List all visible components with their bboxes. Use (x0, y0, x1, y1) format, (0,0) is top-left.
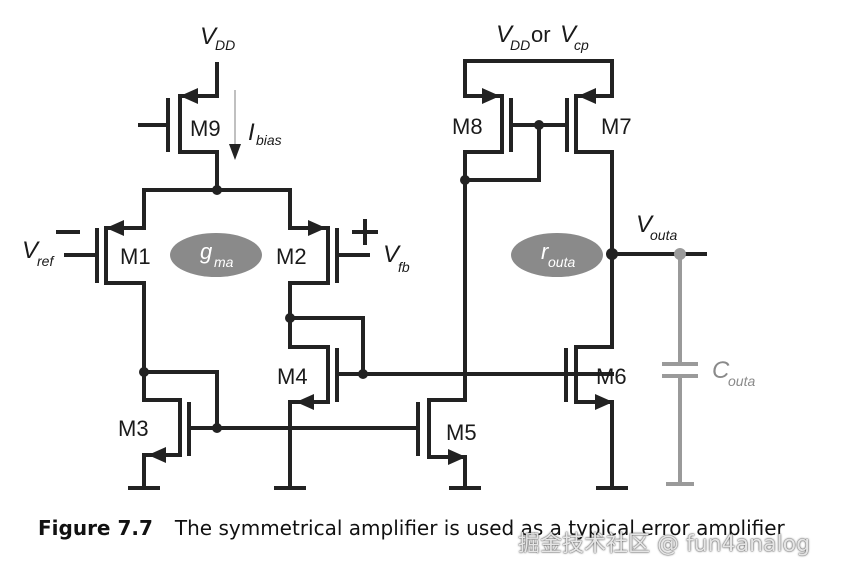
gma-tag: g ma (170, 233, 262, 277)
transistor-m1 (56, 220, 146, 374)
transistor-m7 (565, 88, 614, 349)
watermark: 掘金技术社区 @ fun4analog (518, 532, 811, 557)
node-m4-gate (358, 369, 368, 379)
label-m2: M2 (276, 244, 307, 269)
couta-label-sub: outa (728, 373, 755, 389)
couta-label: C (712, 357, 730, 384)
ibias-arrow-icon (229, 90, 241, 160)
ibias-label-sub: bias (256, 132, 282, 148)
figure-caption: Figure 7.7 The symmetrical amplifier is u… (38, 516, 785, 540)
node-m3-gate (212, 423, 222, 433)
ibias-label: I (248, 119, 255, 146)
label-m6: M6 (596, 364, 627, 389)
label-m5: M5 (446, 420, 477, 445)
vfb-label-sub: fb (398, 259, 410, 275)
node-mirror-gate (534, 120, 544, 130)
svg-text:ma: ma (214, 254, 234, 270)
vdd-or-vcp-s1: DD (510, 37, 530, 53)
vdd-or-vcp-or: or (531, 22, 551, 47)
transistor-m2 (288, 219, 378, 320)
plus-sign-icon (352, 219, 378, 245)
node-tail (212, 185, 222, 195)
transistor-m9 (138, 62, 219, 190)
vref-label-sub: ref (37, 253, 55, 269)
label-m8: M8 (452, 114, 483, 139)
svg-text:r: r (541, 239, 550, 264)
vdd-label-sub: DD (215, 37, 235, 53)
transistor-m3 (142, 370, 420, 490)
vdd-or-vcp-v1: V (496, 21, 514, 48)
node-output (606, 248, 618, 260)
capacitor-couta (662, 248, 698, 486)
label-m3: M3 (118, 416, 149, 441)
label-m1: M1 (120, 244, 151, 269)
routa-tag: r outa (511, 233, 603, 277)
svg-text:outa: outa (548, 254, 575, 270)
vdd-or-vcp-v2: V (560, 21, 578, 48)
vfb-label: V (383, 241, 401, 268)
vouta-label: V (636, 211, 654, 238)
label-m4: M4 (277, 364, 308, 389)
vdd-label: V (200, 23, 218, 50)
label-m9: M9 (190, 116, 221, 141)
transistor-m5 (416, 178, 467, 490)
figure-number: Figure 7.7 (38, 516, 153, 540)
node-m8-drain (460, 175, 470, 185)
transistor-m6 (564, 345, 614, 490)
vref-label: V (22, 237, 40, 264)
caption-text: The symmetrical amplifier is used as a t… (174, 516, 785, 540)
vdd-or-vcp-s2: cp (574, 37, 589, 53)
svg-text:g: g (200, 239, 213, 264)
label-m7: M7 (601, 114, 632, 139)
vouta-label-sub: outa (650, 227, 677, 243)
